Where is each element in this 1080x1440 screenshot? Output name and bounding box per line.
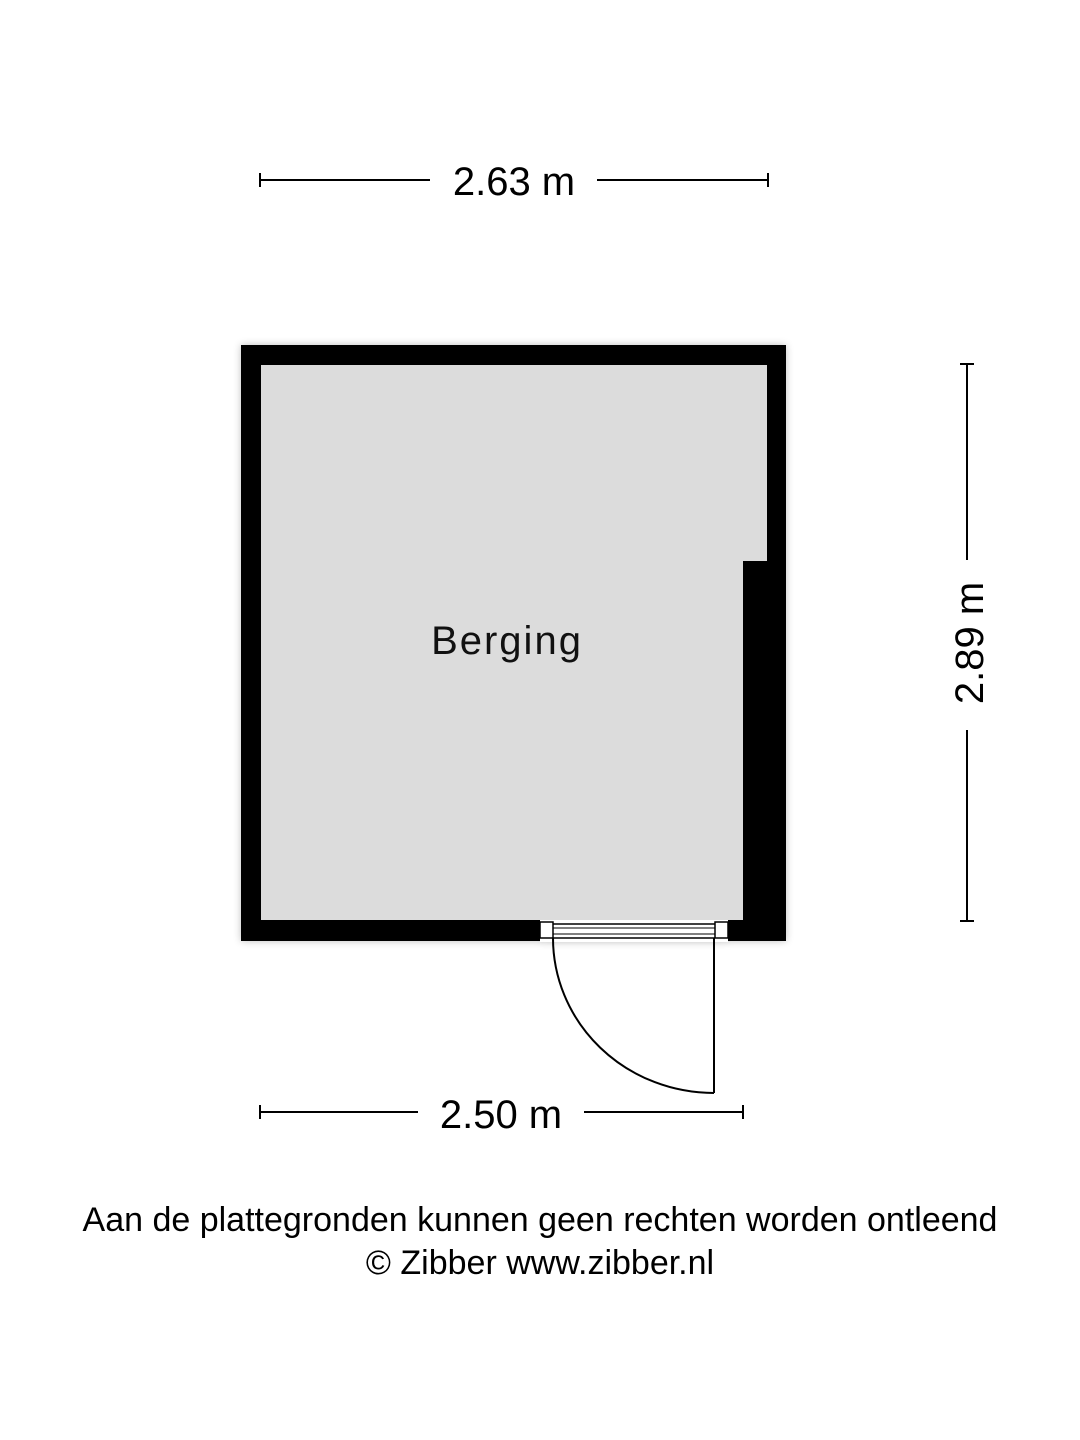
dimension-top: 2.63 m: [259, 160, 769, 204]
dimension-right: 2.89 m: [948, 363, 992, 922]
door-opening: [540, 920, 728, 942]
dimension-right-label: 2.89 m: [948, 582, 992, 704]
copyright-text: © Zibber www.zibber.nl: [365, 1244, 715, 1282]
disclaimer-text: Aan de plattegronden kunnen geen rechten…: [82, 1201, 998, 1239]
dimension-bottom-label: 2.50 m: [440, 1093, 562, 1137]
dimension-bottom: 2.50 m: [259, 1093, 744, 1137]
dimension-top-label: 2.63 m: [453, 160, 575, 204]
door-swing-arc: [552, 937, 715, 1094]
room-berging: [241, 345, 786, 942]
room-label: Berging: [431, 619, 583, 663]
door: [539, 921, 729, 1094]
room-floor: [261, 365, 767, 920]
